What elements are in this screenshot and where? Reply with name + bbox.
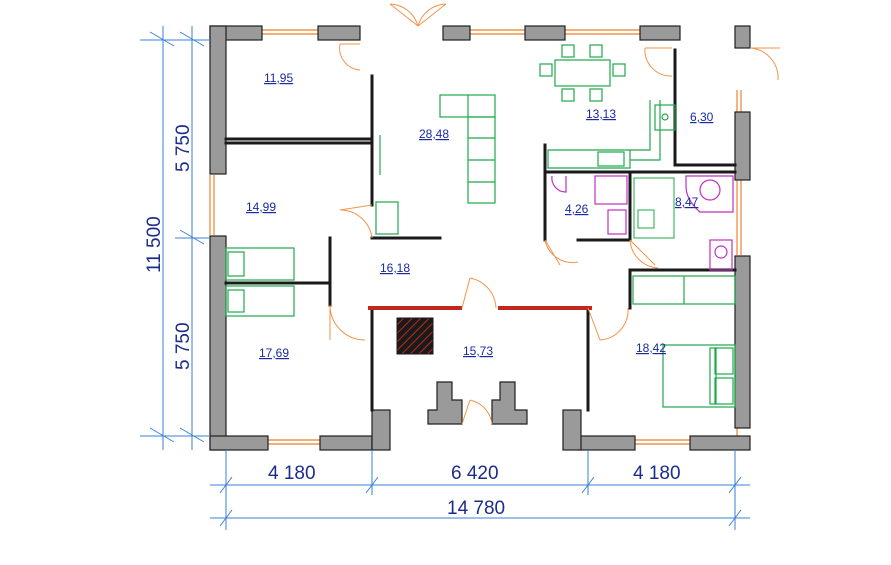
windows [209,29,742,445]
doors [329,3,780,425]
room-area-label: 16,18 [380,261,410,275]
fireplace [396,317,434,355]
dimension-label: 5 750 [173,322,194,370]
room-area-label: 8,47 [675,195,699,209]
room-area-label: 18,42 [636,341,666,355]
exterior-walls [209,25,751,451]
room-area-label: 6,30 [690,110,714,124]
room-area-label: 4,26 [565,202,589,216]
room-labels: 11,95 28,48 13,13 6,30 14,99 4,26 8,47 1… [246,71,714,360]
room-area-label: 11,95 [264,71,293,85]
room-area-label: 28,48 [419,127,449,141]
dimension-label: 4 180 [268,463,316,484]
dimension-label: 4 180 [633,463,681,484]
bath-fixtures [551,175,734,271]
dimension-label: 14 780 [447,498,505,519]
room-area-label: 15,73 [463,344,493,358]
room-area-label: 17,69 [259,346,289,360]
dimension-label: 11 500 [144,216,165,273]
room-area-label: 14,99 [246,200,276,214]
dimension-labels: 4 180 6 420 4 180 14 780 5 750 5 750 11 … [144,124,681,519]
dimension-lines [140,26,750,530]
dimension-label: 5 750 [173,124,194,172]
dimension-label: 6 420 [451,463,499,484]
room-area-label: 13,13 [586,107,616,121]
furniture [225,44,736,408]
